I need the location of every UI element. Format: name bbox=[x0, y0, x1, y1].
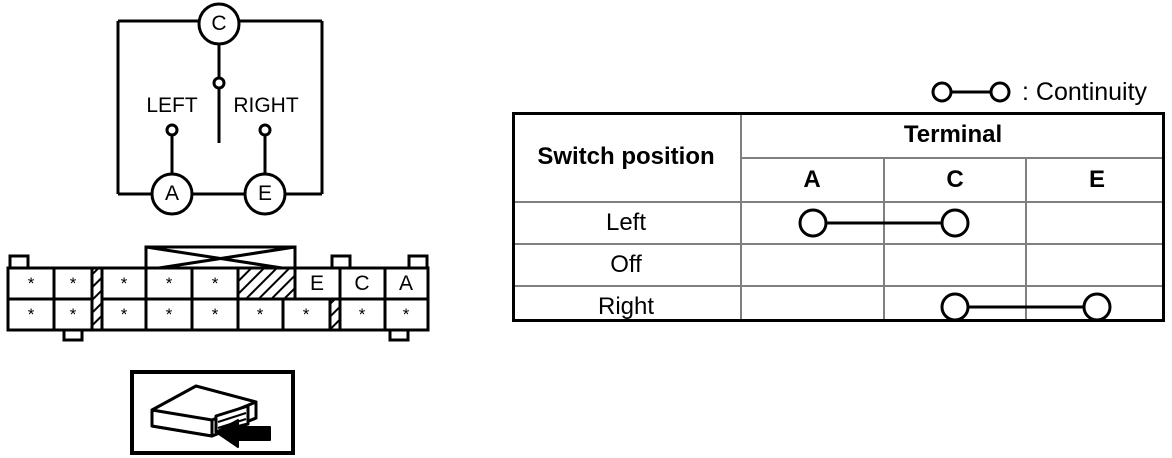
continuity-mark-right-C-E bbox=[940, 292, 1112, 322]
connector-cell-bottom-7: * bbox=[302, 305, 310, 324]
table-column-header-C: C bbox=[946, 166, 964, 193]
connector-cell-top-terminal-A: A bbox=[398, 272, 414, 295]
connector-tab-top-left bbox=[8, 254, 30, 270]
continuity-table-svg bbox=[512, 112, 1165, 322]
position-label-right: RIGHT bbox=[233, 94, 299, 117]
connector-cell-top-2: * bbox=[69, 274, 77, 293]
table-column-header-E: E bbox=[1088, 166, 1106, 193]
connector-pinout: * * * * * E C A * * * * * * * * * bbox=[0, 238, 440, 353]
connector-cell-top-terminal-C: C bbox=[354, 272, 370, 295]
connector-cell-bottom-4: * bbox=[165, 305, 173, 324]
connector-cell-bottom-9: * bbox=[402, 305, 410, 324]
connector-cell-top-4: * bbox=[165, 274, 173, 293]
continuity-node-left-C bbox=[940, 208, 970, 238]
table-corner-header: Switch position bbox=[537, 143, 715, 170]
continuity-node-right-E bbox=[1082, 292, 1112, 322]
connector-cell-top-1: * bbox=[27, 274, 35, 293]
connector-cell-top-3: * bbox=[120, 274, 128, 293]
switch-schematic-svg bbox=[116, 2, 324, 216]
connector-tab-top-far-right bbox=[407, 254, 429, 270]
table-group-header-terminal: Terminal bbox=[903, 121, 1003, 148]
continuity-mark-left-A-C bbox=[798, 208, 970, 238]
connector-pinout-svg bbox=[6, 245, 430, 342]
connector-cell-bottom-2: * bbox=[69, 305, 77, 324]
connector-keyway-rib-right bbox=[328, 297, 342, 332]
terminal-circle-C bbox=[197, 2, 241, 46]
contact-dot-left bbox=[165, 123, 179, 137]
terminal-circle-E bbox=[243, 172, 287, 216]
table-row-label-off: Off bbox=[610, 251, 642, 278]
continuity-table: Switch position Terminal A C E Left Off … bbox=[512, 112, 1165, 322]
connector-location-illustration-svg bbox=[130, 370, 295, 455]
continuity-legend: : Continuity bbox=[928, 76, 1172, 108]
connector-location-illustration bbox=[130, 370, 295, 455]
pointer-arrow-icon bbox=[215, 419, 271, 448]
connector-keyway-rib-left bbox=[90, 266, 104, 332]
terminal-label-A: A bbox=[164, 182, 180, 205]
connector-blocked-cavity-top bbox=[236, 266, 297, 301]
continuity-node-left-A bbox=[798, 208, 828, 238]
continuity-legend-text: : Continuity bbox=[1022, 77, 1148, 106]
table-row-label-left: Left bbox=[605, 209, 647, 236]
connector-cell-bottom-5: * bbox=[211, 305, 219, 324]
table-row-label-right: Right bbox=[597, 293, 655, 320]
contact-dot-right bbox=[258, 123, 272, 137]
connector-cell-top-5: * bbox=[211, 274, 219, 293]
table-outer-border bbox=[512, 112, 1165, 322]
terminal-label-E: E bbox=[257, 182, 273, 205]
contact-dot-pivot bbox=[212, 76, 226, 90]
connector-cell-bottom-1: * bbox=[27, 305, 35, 324]
terminal-circle-A bbox=[150, 172, 194, 216]
table-column-header-A: A bbox=[803, 166, 821, 193]
continuity-symbol bbox=[931, 81, 1011, 103]
connector-tab-top-right bbox=[330, 254, 352, 270]
terminal-label-C: C bbox=[211, 12, 227, 35]
connector-cell-bottom-6: * bbox=[256, 305, 264, 324]
connector-cell-top-terminal-E: E bbox=[309, 272, 325, 295]
connector-cell-bottom-3: * bbox=[120, 305, 128, 324]
connector-cell-bottom-8: * bbox=[358, 305, 366, 324]
continuity-node-right-C bbox=[940, 292, 970, 322]
position-label-left: LEFT bbox=[146, 94, 198, 117]
switch-schematic: C A E LEFT RIGHT bbox=[0, 0, 480, 235]
